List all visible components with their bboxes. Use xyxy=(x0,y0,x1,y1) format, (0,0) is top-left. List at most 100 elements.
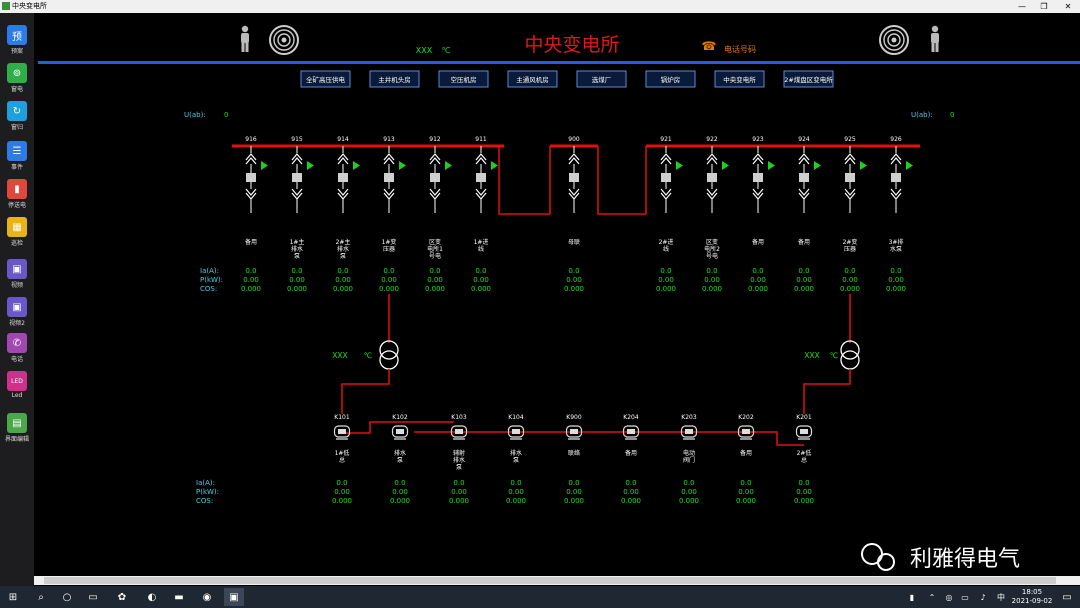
notification-icon[interactable]: ▭ xyxy=(1062,591,1072,603)
sidebar-item-1[interactable]: ⊚窗电 xyxy=(0,63,34,93)
feeder-p: 0.00 xyxy=(704,276,720,284)
feeder-name: 2#进 xyxy=(659,238,674,246)
xfmr-coil xyxy=(840,350,860,370)
top-feeder-924[interactable]: 924 xyxy=(798,136,821,213)
feeder-cos: 0.000 xyxy=(506,497,526,505)
sidebar-item-4[interactable]: ▮停送电 xyxy=(0,179,34,209)
search-icon[interactable]: ⌕ xyxy=(38,591,44,603)
chevron-down xyxy=(706,192,718,200)
feeder-name: 辅射 xyxy=(453,449,465,457)
nav-tab-bg xyxy=(714,70,765,88)
sidebar-item-3[interactable]: ☰事件 xyxy=(0,141,34,171)
sidebar-item-10[interactable]: ▤界面编辑 xyxy=(0,413,34,443)
explorer-icon[interactable]: ▬ xyxy=(174,591,184,603)
feeder-cos: 0.000 xyxy=(656,285,676,293)
scrollbar-thumb[interactable] xyxy=(44,577,1056,584)
top-feeder-900[interactable]: 900 xyxy=(568,136,580,213)
nav-tab-1[interactable]: 主井机头房 xyxy=(369,70,420,88)
nav-tab-6[interactable]: 中央变电所 xyxy=(714,70,765,88)
breaker-icon xyxy=(384,173,394,182)
network-icon[interactable]: ▭ xyxy=(961,592,969,602)
feeder-ia: 0.0 xyxy=(660,267,671,275)
close-button[interactable]: ✕ xyxy=(1064,2,1072,11)
sidebar-item-6[interactable]: ▣视频 xyxy=(0,259,34,289)
nav-tab-bg xyxy=(507,70,558,88)
transformer-2[interactable] xyxy=(840,340,860,370)
app-icon[interactable]: ✿ xyxy=(117,591,127,603)
feeder-name: 线 xyxy=(478,245,484,253)
feeder-ia: 0.0 xyxy=(510,479,521,487)
sidebar-item-5[interactable]: ▦巡检 xyxy=(0,217,34,247)
top-feeder-912[interactable]: 912 xyxy=(429,136,452,213)
nav-tab-label: 主通风机房 xyxy=(516,75,549,84)
minimize-button[interactable]: — xyxy=(1018,2,1026,11)
bottom-feeder-K101[interactable]: K101 xyxy=(333,414,351,440)
sidebar-item-0[interactable]: 预预案 xyxy=(0,25,34,55)
top-feeder-913[interactable]: 913 xyxy=(383,136,406,213)
ime-indicator[interactable]: 中 xyxy=(997,592,1005,602)
edge-icon[interactable]: ◐ xyxy=(147,591,157,603)
top-feeder-916[interactable]: 916 xyxy=(245,136,268,213)
air-breaker-icon xyxy=(565,425,583,438)
bottom-feeder-K102[interactable]: K102 xyxy=(391,414,409,440)
cortana-icon[interactable]: ○ xyxy=(62,591,72,603)
chevron-down xyxy=(660,192,672,200)
app-icon[interactable]: ◉ xyxy=(202,591,212,603)
start-icon[interactable]: ⊞ xyxy=(8,591,18,603)
task-view-icon[interactable]: ▭ xyxy=(88,591,98,603)
volume-icon[interactable]: ♪ xyxy=(980,592,986,602)
top-feeder-923[interactable]: 923 xyxy=(752,136,775,213)
nav-tab-5[interactable]: 锅炉房 xyxy=(645,70,696,88)
feeder-name: 号电 xyxy=(429,252,441,260)
bottom-feeder-K201[interactable]: K201 xyxy=(795,414,813,440)
fan-icon xyxy=(269,25,299,55)
feeder-ia: 0.0 xyxy=(844,267,855,275)
nav-tab-2[interactable]: 空压机房 xyxy=(438,70,489,88)
feeder-cos: 0.000 xyxy=(679,497,699,505)
xfmr-coil xyxy=(379,350,399,370)
top-feeder-914[interactable]: 914 xyxy=(337,136,360,213)
bottom-feeder-K204[interactable]: K204 xyxy=(622,414,640,440)
feeder-cos: 0.000 xyxy=(702,285,722,293)
chevron-down xyxy=(890,188,902,196)
air-breaker-core xyxy=(338,429,346,434)
nav-tab-3[interactable]: 主通风机房 xyxy=(507,70,558,88)
top-feeder-922[interactable]: 922 xyxy=(706,136,729,213)
battery-icon[interactable]: ▮ xyxy=(909,592,915,602)
top-feeder-926[interactable]: 926 xyxy=(890,136,913,213)
lv-bus-link-left xyxy=(342,421,454,434)
top-feeder-911[interactable]: 911 xyxy=(475,136,498,213)
feeder-id: 921 xyxy=(660,136,672,143)
status-arrow-icon xyxy=(307,161,314,170)
tray-chevron-icon[interactable]: ⌃ xyxy=(928,592,936,602)
feeder-name: 电动 xyxy=(683,449,695,457)
bottom-feeder-K104[interactable]: K104 xyxy=(507,414,525,440)
bottom-feeder-K103[interactable]: K103 xyxy=(450,414,468,440)
chevron-up xyxy=(429,153,441,161)
bottom-feeder-K202[interactable]: K202 xyxy=(737,414,755,440)
nav-tab-label: 中央变电所 xyxy=(723,75,756,84)
nav-tab-0[interactable]: 全矿高压供电 xyxy=(300,70,351,88)
sidebar-item-7[interactable]: ▣视频2 xyxy=(0,297,34,327)
bottom-feeder-K900[interactable]: K900 xyxy=(565,414,583,440)
top-feeder-921[interactable]: 921 xyxy=(660,136,683,213)
fan-ring xyxy=(277,33,291,47)
horizontal-scrollbar[interactable] xyxy=(34,576,1080,585)
nav-tab-4[interactable]: 选煤厂 xyxy=(576,70,627,88)
sidebar-item-8[interactable]: ✆电话 xyxy=(0,333,34,363)
fan-ring xyxy=(269,25,299,55)
feeder-id: 922 xyxy=(706,136,718,143)
scada-app-icon[interactable]: ▣ xyxy=(224,588,244,606)
top-feeder-925[interactable]: 925 xyxy=(844,136,867,213)
restore-button[interactable]: ❐ xyxy=(1040,2,1048,11)
nav-tab-7[interactable]: 2#煤盘区变电所 xyxy=(783,70,834,88)
tray-app-icon[interactable]: ◎ xyxy=(945,592,953,602)
bottom-feeder-K203[interactable]: K203 xyxy=(680,414,698,440)
status-arrow-icon xyxy=(399,161,406,170)
transformer-1[interactable] xyxy=(379,340,399,370)
sidebar-item-2[interactable]: ↻窗归 xyxy=(0,101,34,131)
top-feeder-915[interactable]: 915 xyxy=(291,136,314,213)
